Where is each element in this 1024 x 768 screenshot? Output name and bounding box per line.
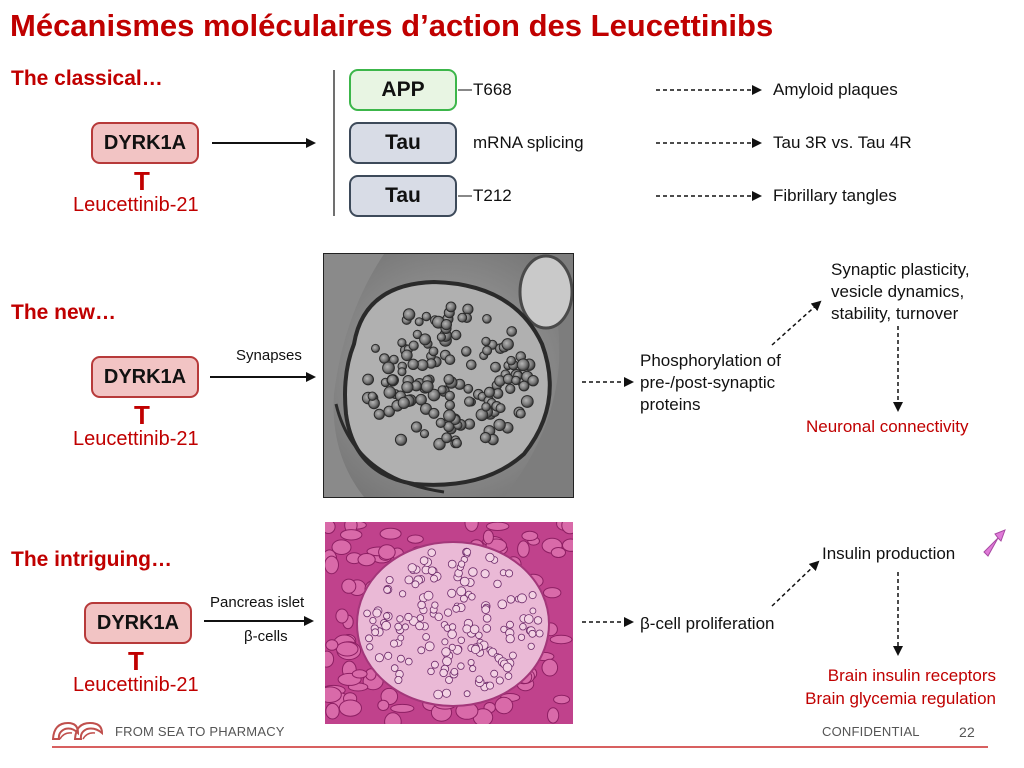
target-box-tau-splicing: Tau [349,122,457,164]
site-label-t668: T668 [473,80,512,99]
result-brain-glycemia-regulation: Brain glycemia regulation [805,689,996,708]
results-brain-insulin: Brain insulin receptors Brain glycemia r… [798,664,996,710]
section-heading-new: The new… [11,301,117,324]
inhibition-symbol-new: T [134,400,150,430]
arrow-label-pancreas-islet: Pancreas islet [210,594,305,611]
mechanism-beta-cell-proliferation: β-cell proliferation [640,614,775,633]
inhibitor-label-intriguing: Leucettinib-21 [73,674,199,696]
synaptic-effects: Synaptic plasticity, vesicle dynamics, s… [831,259,970,325]
page-number: 22 [959,724,975,740]
dashed-arrow-to-plasticity [771,300,822,346]
kinase-box-intriguing: DYRK1A [84,602,192,644]
mechanism-line-2: pre-/post-synaptic [640,373,776,392]
target-box-tau-t212: Tau [349,175,457,217]
effect-line-1: Synaptic plasticity, [831,260,970,279]
site-label-mrna-splicing: mRNA splicing [473,133,584,152]
arrow-label-synapses: Synapses [236,347,302,364]
company-logo [50,719,106,745]
effect-insulin-production: Insulin production [822,544,956,563]
kinase-box-classical: DYRK1A [91,122,199,164]
outcome-fibrillary-tangles: Fibrillary tangles [773,186,897,205]
footer-brand: FROM SEA TO PHARMACY [115,724,285,739]
synapse-micrograph [323,253,574,498]
site-label-t212: T212 [473,186,512,205]
mechanism-line-3: proteins [640,395,701,414]
inhibition-symbol-classical: T [134,166,150,196]
pancreas-islet-histology [325,522,573,724]
kinase-box-new: DYRK1A [91,356,199,398]
target-box-app: APP [349,69,457,111]
mechanism-line-1: Phosphorylation of [640,351,781,370]
arrow-label-beta-cells: β-cells [244,628,288,645]
dashed-arrow-to-insulin [771,560,820,607]
effect-line-2: vesicle dynamics, [831,282,965,301]
inhibitor-label-new: Leucettinib-21 [73,428,199,450]
inhibitor-label-classical: Leucettinib-21 [73,194,199,216]
section-heading-intriguing: The intriguing… [11,548,172,571]
effect-line-3: stability, turnover [831,304,959,323]
page-title: Mécanismes moléculaires d’action des Leu… [10,8,774,43]
increase-arrow-icon [983,529,1006,557]
outcome-tau-isoforms: Tau 3R vs. Tau 4R [773,133,912,152]
result-brain-insulin-receptors: Brain insulin receptors [827,666,996,685]
section-heading-classical: The classical… [11,67,163,90]
mechanism-phosphorylation: Phosphorylation of pre-/post-synaptic pr… [640,350,781,416]
footer-confidential: CONFIDENTIAL [822,724,920,739]
inhibition-symbol-intriguing: T [128,646,144,676]
outcome-amyloid-plaques: Amyloid plaques [773,80,898,99]
result-neuronal-connectivity: Neuronal connectivity [806,417,969,436]
